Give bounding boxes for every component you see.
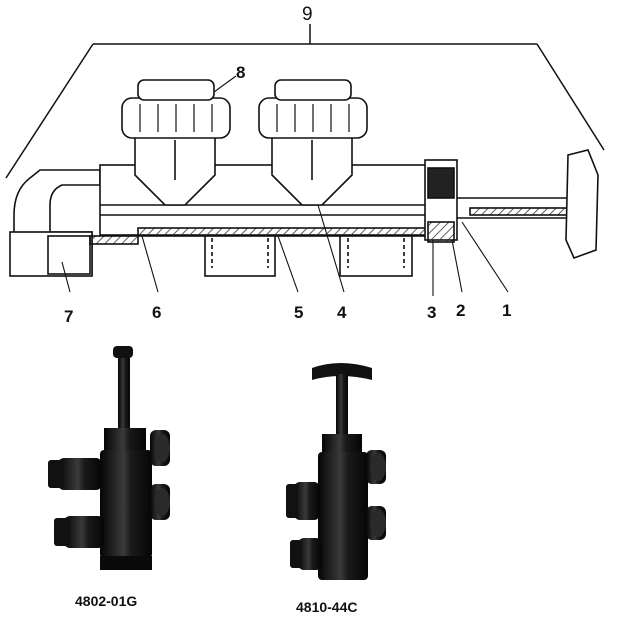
callout-4: 4 — [337, 303, 347, 322]
callout-7: 7 — [64, 307, 73, 326]
callout-3: 3 — [427, 303, 436, 322]
leader-lines — [61, 75, 509, 296]
product-photo-4802-01g — [48, 346, 170, 570]
callout-6: 6 — [152, 303, 161, 322]
assembly-label: 9 — [302, 4, 313, 25]
callout-8: 8 — [236, 63, 245, 82]
product-photo-4810-44c — [286, 363, 386, 580]
callout-2: 2 — [456, 301, 465, 320]
callout-1: 1 — [502, 301, 511, 320]
valve-cross-section — [9, 79, 599, 277]
callout-5: 5 — [294, 303, 303, 322]
product-model-2: 4810-44C — [296, 599, 358, 615]
product-model-1: 4802-01G — [75, 593, 137, 609]
assembly-bracket — [5, 24, 605, 179]
